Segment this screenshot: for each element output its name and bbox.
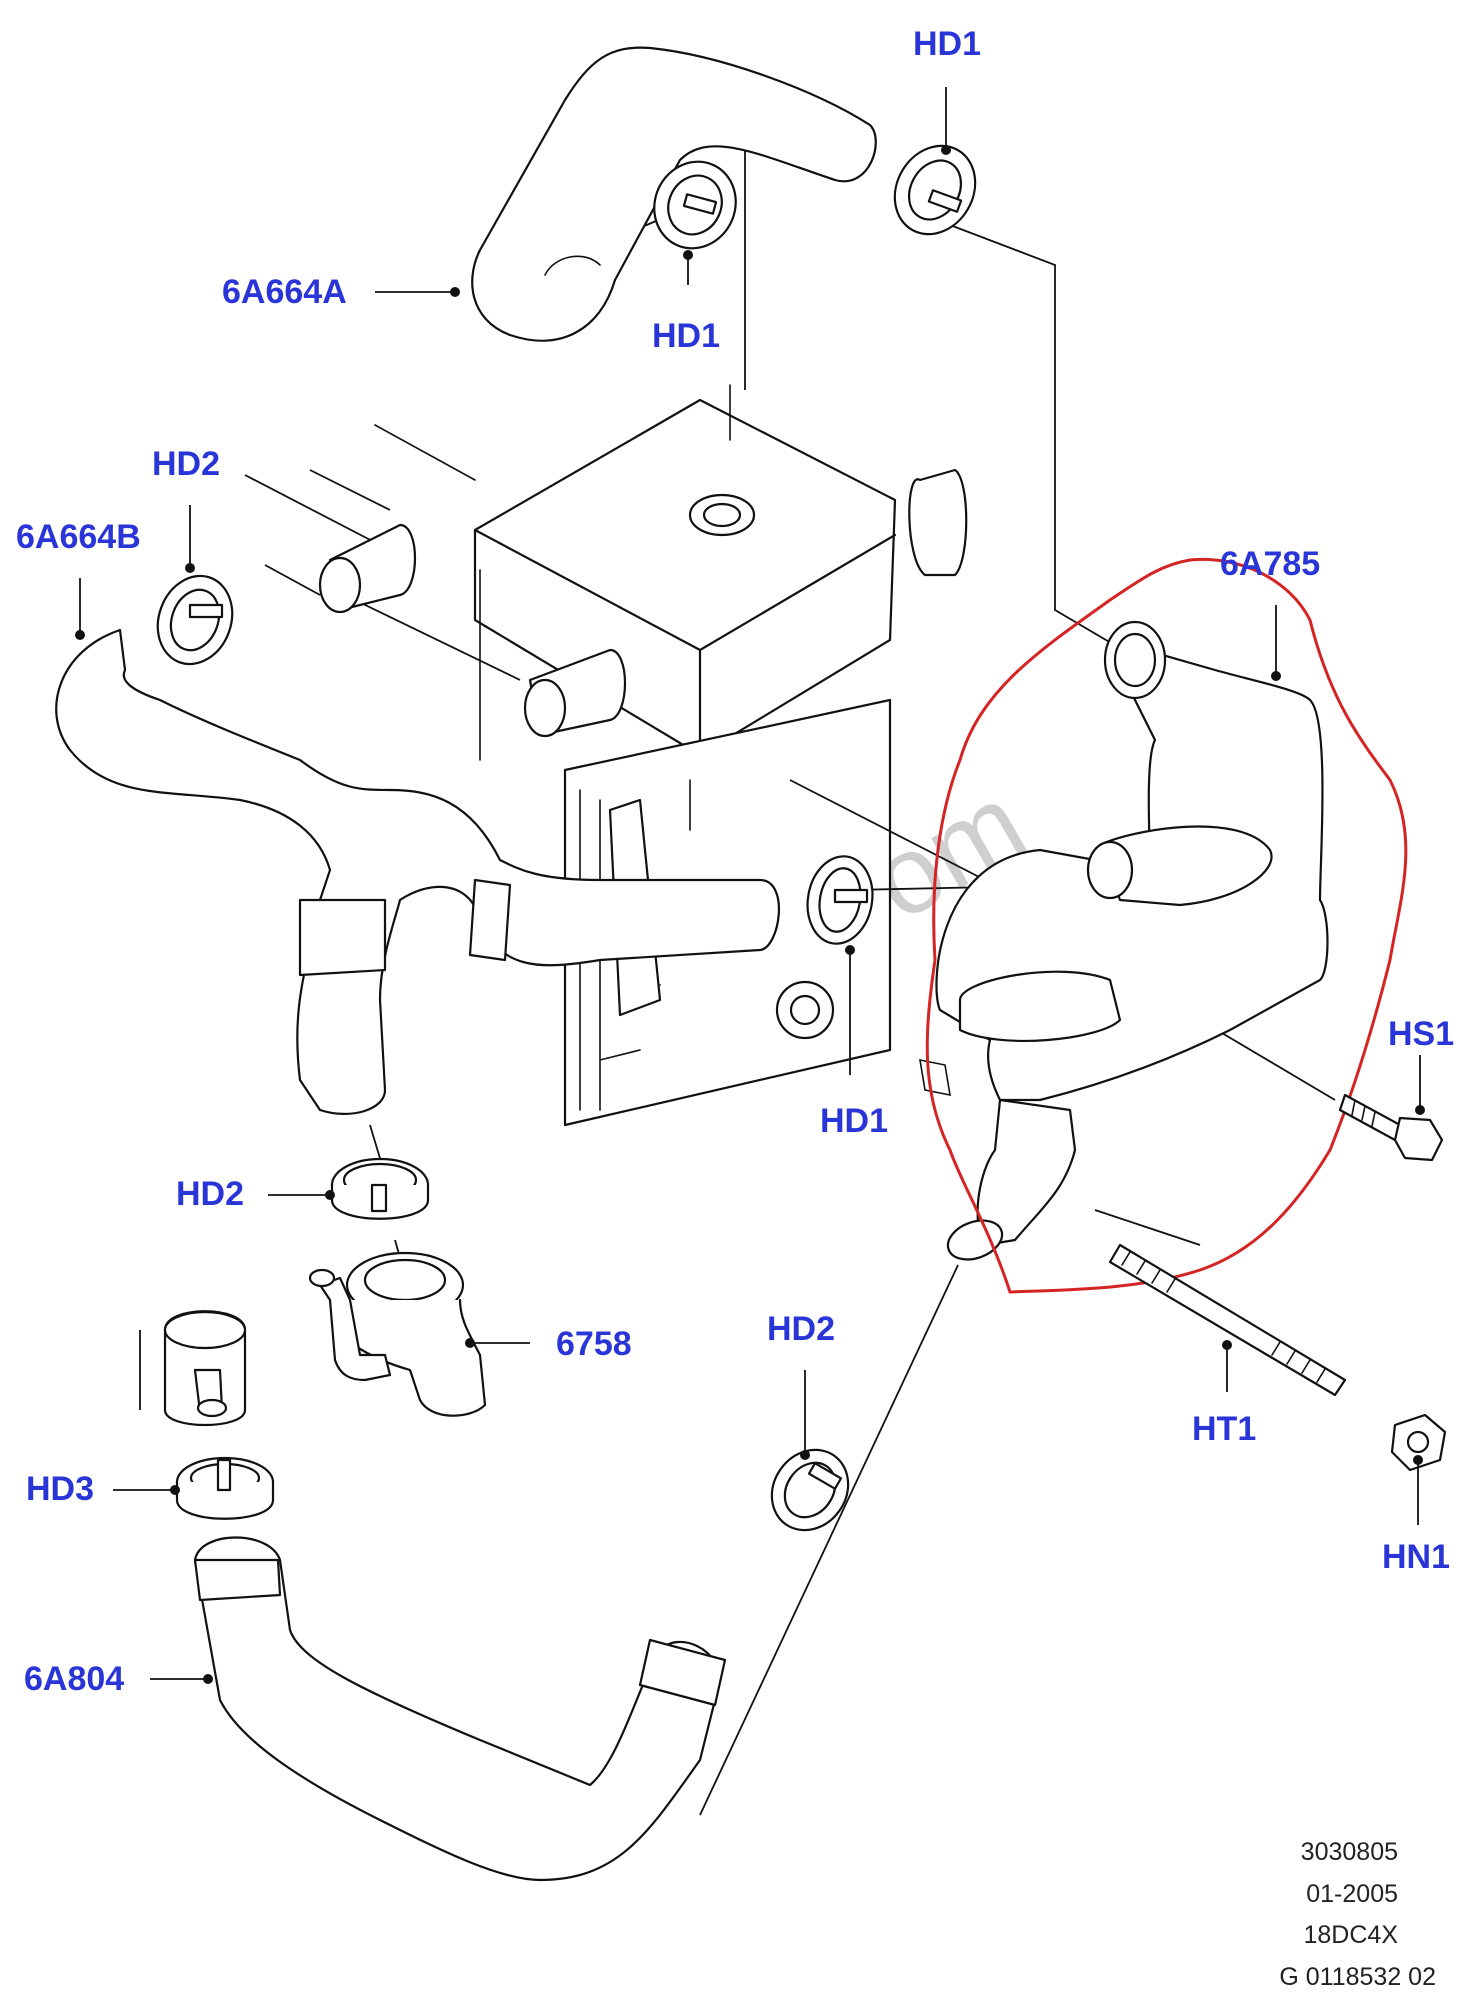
callout-hs1[interactable]: HS1 (1388, 1015, 1454, 1053)
callout-hd2-mid[interactable]: HD2 (176, 1175, 244, 1213)
nut-hn1[interactable] (1390, 1413, 1447, 1472)
footer-reference: 3030805 01-2005 18DC4X G 0118532 02 (1279, 1838, 1436, 1991)
bolt-hs1[interactable] (1338, 1093, 1444, 1162)
hose-6a664b[interactable] (55, 628, 781, 1115)
callout-hd3[interactable]: HD3 (26, 1470, 94, 1508)
callout-hn1[interactable]: HN1 (1382, 1538, 1450, 1576)
callout-hd1-top[interactable]: HD1 (913, 25, 981, 63)
callout-hd1-low[interactable]: HD1 (820, 1102, 888, 1140)
callout-hd2-left[interactable]: HD2 (152, 445, 220, 483)
footer-line-4: G 0118532 02 (1279, 1963, 1436, 1991)
callout-6a804[interactable]: 6A804 (24, 1660, 124, 1698)
callout-6a664b[interactable]: 6A664B (16, 518, 141, 556)
clamp-hd2-left[interactable] (146, 565, 244, 674)
callout-hd1-mid[interactable]: HD1 (652, 317, 720, 355)
footer-line-2: 01-2005 (1306, 1880, 1398, 1908)
clamp-hd2-low[interactable] (756, 1435, 863, 1545)
highlight-outline (925, 557, 1408, 1294)
valve-6758[interactable] (308, 1251, 487, 1417)
callout-ht1[interactable]: HT1 (1192, 1410, 1256, 1448)
footer-line-3: 18DC4X (1304, 1921, 1399, 1949)
engine-block (374, 384, 968, 1127)
clamp-hd1-mid[interactable] (640, 148, 750, 262)
callout-hd2-low[interactable]: HD2 (767, 1310, 835, 1348)
clamp-hd3[interactable] (175, 1456, 275, 1520)
callout-leaders (75, 87, 1425, 1684)
clamp-hd1-low[interactable] (801, 851, 879, 949)
block-fittings (318, 523, 626, 738)
separator-6a785[interactable] (919, 620, 1329, 1266)
footer-line-1: 3030805 (1301, 1838, 1398, 1866)
clamp-hd1-top[interactable] (879, 131, 991, 249)
callout-6a664a[interactable]: 6A664A (222, 273, 347, 311)
callout-6a785[interactable]: 6A785 (1220, 545, 1320, 583)
hose-6a804[interactable] (193, 1536, 727, 1882)
hose-6a664a[interactable] (471, 46, 877, 342)
connector-hd3[interactable] (163, 1310, 247, 1426)
callout-6758[interactable]: 6758 (556, 1325, 632, 1363)
stud-ht1[interactable] (1108, 1243, 1347, 1397)
clamp-hd2-mid[interactable] (330, 1157, 430, 1220)
